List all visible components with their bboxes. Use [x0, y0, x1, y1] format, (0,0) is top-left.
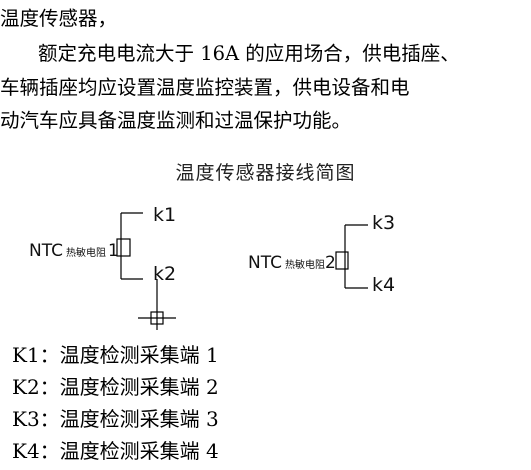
sensor1-top-terminal-label: k1: [153, 204, 176, 226]
section-heading: 温度传感器，: [0, 7, 118, 30]
legend-key: K4：: [12, 439, 60, 463]
paragraph-line-3: 动汽车应具备温度监测和过温保护功能。: [0, 109, 352, 132]
legend-item-k3: K3：温度检测采集端 3: [12, 404, 219, 434]
diagram-title: 温度传感器接线简图: [175, 162, 356, 184]
legend-item-k4: K4：温度检测采集端 4: [12, 436, 219, 466]
legend-item-k2: K2：温度检测采集端 2: [12, 372, 219, 402]
paragraph-line-2: 车辆插座均应设置温度监控装置，供电设备和电: [0, 76, 410, 99]
sensor2-ntc-label: NTC: [248, 253, 282, 273]
sensor2-bottom-terminal-label: k4: [372, 274, 395, 296]
sensor2-resistor: [335, 251, 349, 270]
sensor2-number-label: 2: [325, 253, 336, 273]
legend-key: K2：: [12, 375, 60, 399]
wiring-diagram: NTC 热敏电阻 1 k1 k2 NTC 热敏电阻 2 k3 k4: [29, 204, 395, 330]
legend-item-k1: K1：温度检测采集端 1: [12, 340, 219, 370]
sensor1-ntc-label: NTC: [29, 241, 63, 261]
legend-text: 温度检测采集端 2: [59, 375, 219, 399]
sensor1-resistor: [116, 238, 131, 257]
sensor1-bottom-terminal-label: k2: [153, 263, 176, 285]
sensor2-top-terminal-label: k3: [372, 212, 395, 234]
legend-text: 温度检测采集端 1: [59, 343, 219, 367]
legend-key: K3：: [12, 407, 60, 431]
legend-text: 温度检测采集端 3: [59, 407, 219, 431]
ground-box: [150, 311, 164, 325]
sensor1-desc-label: 热敏电阻: [66, 246, 106, 259]
legend-text: 温度检测采集端 4: [59, 439, 219, 463]
sensor2-desc-label: 热敏电阻: [285, 258, 325, 271]
legend-key: K1：: [12, 343, 60, 367]
paragraph-line-1: 额定充电电流大于 16A 的应用场合，供电插座、: [38, 42, 460, 65]
sensor1-number-label: 1: [108, 241, 119, 261]
